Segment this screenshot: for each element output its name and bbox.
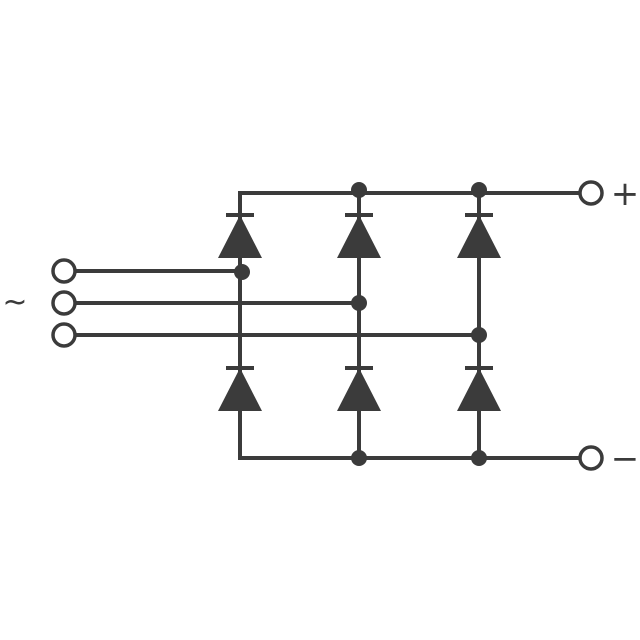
junction-dot: [351, 295, 367, 311]
junction-dot: [471, 450, 487, 466]
diode-lower-2: [337, 366, 381, 411]
junction-dot: [351, 182, 367, 198]
diode-upper-2: [337, 213, 381, 258]
dc-negative-label: −: [611, 439, 640, 479]
diode-upper-3: [457, 213, 501, 258]
ac-terminal-2: [51, 290, 77, 316]
diode-upper-1: [218, 213, 262, 258]
junction-dot: [471, 182, 487, 198]
junction-dot: [351, 450, 367, 466]
dc-positive-terminal: [578, 180, 604, 206]
dc-positive-label: +: [611, 174, 640, 214]
dc-negative-terminal: [578, 445, 604, 471]
diode-lower-3: [457, 366, 501, 411]
ac-terminal-3: [51, 322, 77, 348]
ac-input-label: ~: [2, 285, 27, 320]
ac-terminal-1: [51, 258, 77, 284]
diode-lower-1: [218, 366, 262, 411]
junction-dot: [471, 327, 487, 343]
junction-dot: [234, 264, 250, 280]
